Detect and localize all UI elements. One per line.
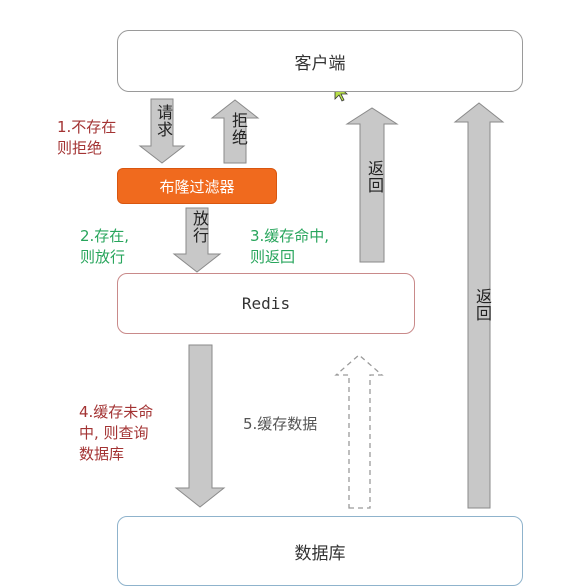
step2-annotation: 2.存在, 则放行: [80, 227, 130, 266]
redis-label: Redis: [241, 294, 291, 313]
allow-arrow: [172, 207, 222, 273]
database-node: 数据库: [117, 516, 523, 586]
allow-arrow-label: 放行: [190, 210, 209, 244]
request-arrow-label: 请求: [154, 104, 173, 138]
redis-node: Redis: [117, 273, 415, 334]
reject-arrow-label: 拒绝: [229, 112, 248, 146]
database-label: 数据库: [294, 543, 346, 564]
step3-annotation: 3.缓存命中, 则返回: [250, 227, 330, 266]
step4-annotation: 4.缓存未命 中, 则查询 数据库: [79, 403, 154, 463]
cache-data-arrow: [334, 354, 384, 509]
query-db-arrow: [174, 344, 226, 508]
reject-arrow: [210, 99, 260, 164]
client-node: 客户端: [117, 30, 523, 92]
step5-annotation: 5.缓存数据: [243, 415, 318, 433]
request-arrow: [138, 98, 186, 164]
client-label: 客户端: [294, 53, 346, 74]
bloom-filter-label: 布隆过滤器: [159, 177, 235, 196]
bloom-filter-node: 布隆过滤器: [117, 168, 277, 204]
return-cache-arrow-label: 返回: [365, 160, 384, 194]
step1-annotation: 1.不存在 则拒绝: [57, 118, 117, 157]
return-db-arrow: [453, 102, 505, 509]
return-db-arrow-label: 返回: [473, 288, 492, 322]
return-cache-arrow: [345, 107, 399, 263]
